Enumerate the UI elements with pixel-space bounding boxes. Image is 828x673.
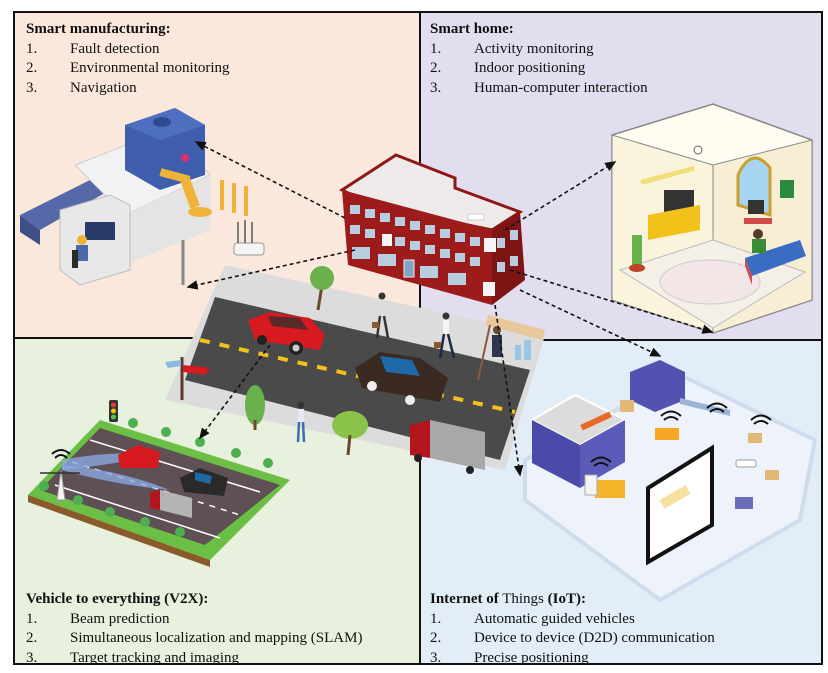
list-item: 3.Target tracking and imaging xyxy=(26,649,240,666)
list-item: 1.Activity monitoring xyxy=(430,40,594,57)
v2x-text: Vehicle to everything (V2X): 1.Beam pred… xyxy=(26,590,362,668)
smart-home-text: Smart home: 1.Activity monitoring 2.Indo… xyxy=(430,20,648,98)
list-item: 2.Environmental monitoring xyxy=(26,60,230,76)
smart-manufacturing-text: Smart manufacturing: 1.Fault detection 2… xyxy=(26,20,230,98)
iot-title: Internet of Things (IoT): xyxy=(430,591,586,607)
list-item: 2.Indoor positioning xyxy=(430,60,586,76)
list-item: 1.Beam prediction xyxy=(26,610,170,627)
list-item: 2.Device to device (D2D) communication xyxy=(430,630,715,646)
smart-home-title: Smart home: xyxy=(430,21,514,37)
list-item: 2.Simultaneous localization and mapping … xyxy=(26,630,363,646)
outer-frame xyxy=(13,11,823,665)
list-item: 3.Precise positioning xyxy=(430,649,589,666)
list-item: 1.Automatic guided vehicles xyxy=(430,610,635,627)
list-item: 1.Fault detection xyxy=(26,40,160,57)
iot-text: Internet of Things (IoT): 1.Automatic gu… xyxy=(430,590,715,668)
list-item: 3.Human-computer interaction xyxy=(430,79,648,96)
list-item: 3.Navigation xyxy=(26,79,137,96)
smart-manufacturing-title: Smart manufacturing: xyxy=(26,21,171,37)
v2x-title: Vehicle to everything (V2X): xyxy=(26,591,209,607)
